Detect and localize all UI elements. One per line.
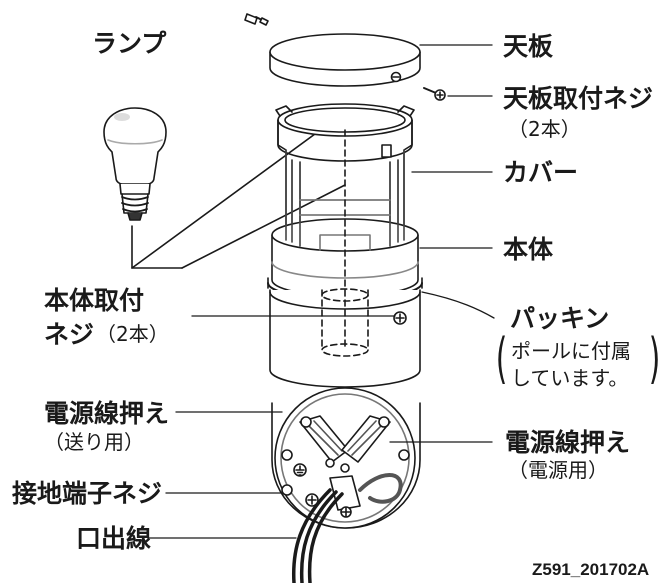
pole-drawing bbox=[269, 129, 421, 388]
packing-note-paren-right: ) bbox=[648, 327, 661, 390]
label-body: 本体 bbox=[503, 235, 554, 264]
lamp-socket-line-2 bbox=[181, 184, 346, 269]
label-ground-screw: 接地端子ネジ bbox=[12, 479, 163, 508]
label-body-screw-qty: （2本） bbox=[96, 322, 169, 346]
label-top-plate-screw: 天板取付ネジ bbox=[503, 84, 654, 113]
label-packing-note-line2: しています。 bbox=[511, 366, 629, 390]
label-packing: パッキン bbox=[510, 304, 610, 333]
label-cord-clamp-send: 電源線押え bbox=[44, 399, 170, 428]
top-plate-drawing bbox=[269, 33, 421, 87]
base-drawing bbox=[271, 387, 421, 529]
lamp-socket-line bbox=[131, 111, 346, 269]
top-plate-screw-right-icon bbox=[423, 87, 446, 101]
label-body-screw-line2: ネジ bbox=[44, 320, 95, 349]
label-lamp: ランプ bbox=[92, 29, 167, 58]
label-top-plate: 天板 bbox=[503, 32, 554, 61]
label-top-plate-screw-qty: （2本） bbox=[508, 117, 581, 141]
top-plate-screw-left-icon bbox=[244, 13, 269, 26]
ground-symbol-icon bbox=[293, 463, 307, 477]
cord-clamp-send-icon bbox=[299, 415, 349, 463]
leader-lines bbox=[147, 44, 495, 539]
label-cord-clamp-send-note: （送り用） bbox=[44, 430, 144, 454]
label-lead-wire: 口出線 bbox=[76, 524, 152, 553]
label-cord-clamp-power-note: （電源用） bbox=[508, 458, 608, 482]
lamp-drawing bbox=[103, 107, 167, 221]
label-packing-note-line1: ポールに付属 bbox=[511, 339, 631, 363]
cord-clamp-power-icon bbox=[341, 415, 391, 463]
label-cover: カバー bbox=[503, 158, 579, 187]
label-body-screw-line1: 本体取付 bbox=[44, 286, 145, 315]
body-drawing bbox=[271, 149, 419, 297]
figure-code: Z591_201702A bbox=[532, 560, 650, 579]
lead-wire-drawing bbox=[291, 488, 344, 583]
packing-note-paren-left: ( bbox=[495, 327, 508, 390]
label-cord-clamp-power: 電源線押え bbox=[505, 428, 631, 457]
